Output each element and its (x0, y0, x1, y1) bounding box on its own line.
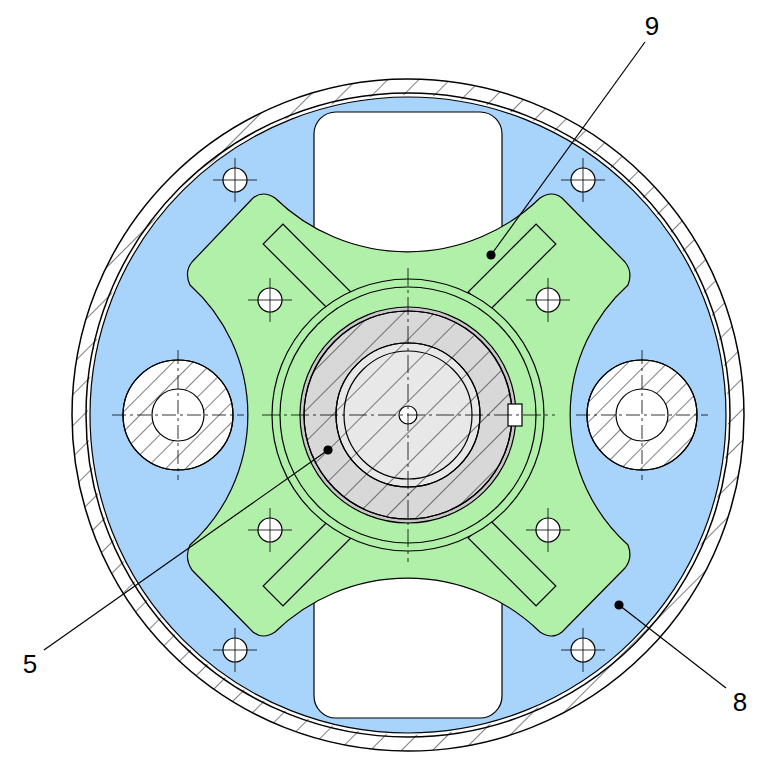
callout-number: 9 (645, 13, 659, 39)
callout-number: 8 (733, 689, 747, 715)
callout-number: 5 (23, 651, 37, 677)
